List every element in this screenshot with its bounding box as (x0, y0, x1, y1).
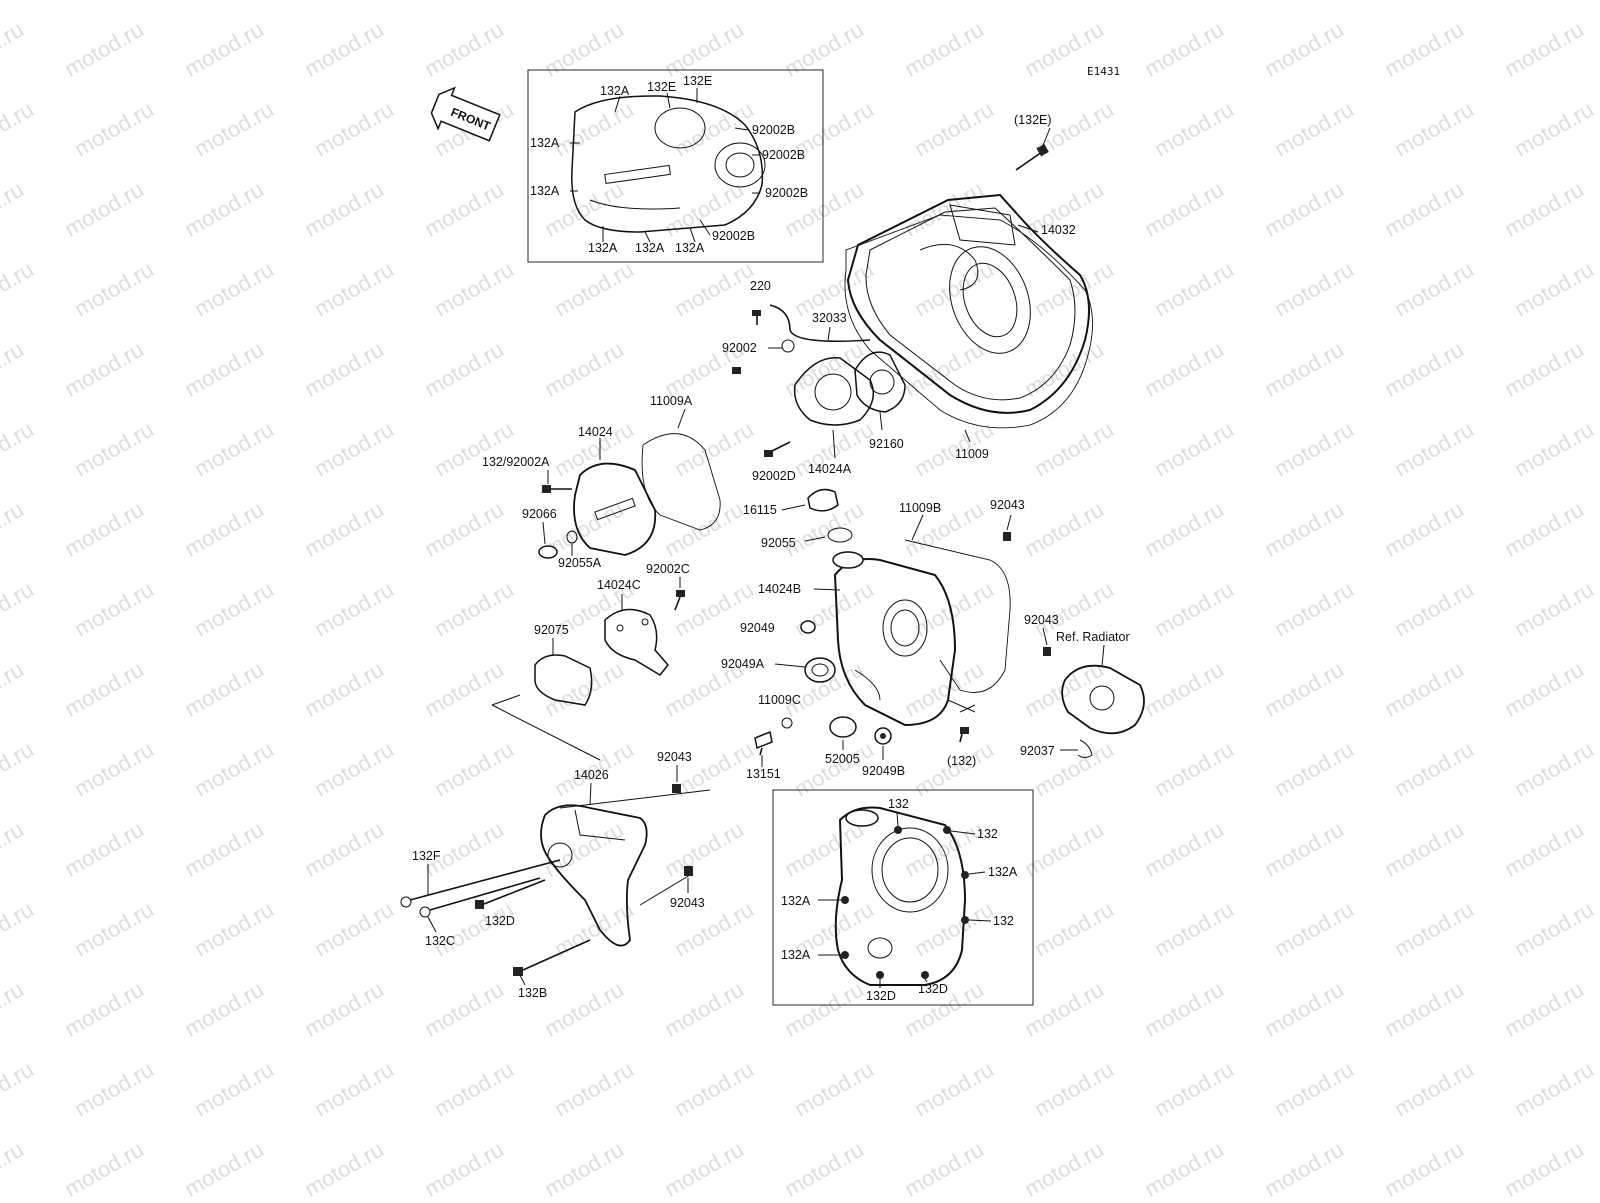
label-132A: 132A (588, 241, 618, 255)
label-11009C: 11009C (758, 693, 801, 707)
label-132A: 132A (988, 865, 1018, 879)
label-14024B: 14024B (758, 582, 801, 596)
label-132D: 132D (866, 989, 896, 1003)
label-92049A: 92049A (721, 657, 765, 671)
label-132A: 132A (675, 241, 705, 255)
label-92002D: 92002D (752, 469, 796, 483)
water-pump-housing (1061, 664, 1145, 758)
bolt-132B (513, 939, 591, 976)
gasket-11009 (844, 214, 1093, 429)
label-92043: 92043 (657, 750, 692, 764)
label-132A: 132A (781, 948, 811, 962)
label-132A: 132A (530, 136, 560, 150)
label-92049B: 92049B (862, 764, 905, 778)
label-92160: 92160 (869, 437, 904, 451)
label-132: 132 (993, 914, 1014, 928)
label-16115: 16115 (743, 503, 777, 517)
clutch-cover-outline (571, 95, 766, 233)
label-92002B: 92002B (762, 148, 805, 162)
seal-92049B (874, 727, 892, 745)
label-92037: 92037 (1020, 744, 1055, 758)
label-132A: 132A (781, 894, 811, 908)
inset-box-bottom (772, 789, 1034, 1006)
label-14024A: 14024A (808, 462, 852, 476)
label-92043: 92043 (670, 896, 705, 910)
label-132: 132 (977, 827, 998, 841)
label-92075: 92075 (534, 623, 569, 637)
label-132A: 132A (530, 184, 560, 198)
diagram-code: E1431 (1087, 65, 1120, 78)
clutch-cover-14032 (846, 193, 1090, 414)
label-11009: 11009 (955, 447, 989, 461)
washer-92049 (800, 620, 816, 634)
label-11009A: 11009A (650, 394, 693, 408)
cover-14024A (793, 357, 875, 426)
label-92043: 92043 (990, 498, 1025, 512)
label-132D: 132D (918, 982, 948, 996)
oring-11009C (781, 717, 793, 729)
inset-box-top (527, 69, 824, 263)
cap-16115 (807, 488, 853, 543)
bracket-14024C (604, 608, 669, 676)
gasket-11009B (904, 539, 1011, 693)
label-132C: 132C (425, 934, 455, 948)
bolt-92002D (764, 441, 791, 457)
bolt-132-92002A (542, 485, 572, 493)
label-92066: 92066 (522, 507, 557, 521)
seal-52005 (829, 716, 857, 738)
label-14024C: 14024C (597, 578, 641, 592)
bolt-132 (959, 727, 969, 743)
cover-14024 (573, 462, 657, 556)
seal-92049A (804, 657, 836, 683)
label-132E: 132E (647, 80, 676, 94)
hose-32033 (732, 304, 871, 374)
label-92002: 92002 (722, 341, 757, 355)
bolt-132F (400, 859, 561, 908)
label-132E-paren: (132E) (1014, 113, 1052, 127)
ref-radiator-label: Ref. Radiator (1056, 630, 1130, 644)
plate-92160 (854, 351, 906, 413)
label-32033: 32033 (812, 311, 847, 325)
label-92002B: 92002B (765, 186, 808, 200)
label-14032: 14032 (1041, 223, 1076, 237)
label-14026: 14026 (574, 768, 609, 782)
label-92002B: 92002B (712, 229, 755, 243)
bolt-92002C (674, 590, 685, 611)
bracket-14026 (540, 804, 648, 947)
leaders-top-inset (570, 88, 760, 243)
label-132-paren: (132) (947, 754, 976, 768)
front-arrow-icon: FRONT (430, 86, 501, 142)
cover-14024B (832, 551, 957, 727)
label-92043: 92043 (1024, 613, 1059, 627)
label-92055: 92055 (761, 536, 796, 550)
label-132: 132 (888, 797, 909, 811)
label-11009B: 11009B (899, 501, 941, 515)
plug-92066 (538, 530, 578, 559)
bolt-132D (475, 879, 546, 909)
label-132F: 132F (412, 849, 441, 863)
label-132D: 132D (485, 914, 515, 928)
gasket-11009A (641, 433, 721, 531)
label-220: 220 (750, 279, 771, 293)
label-132A: 132A (600, 84, 630, 98)
label-92002B: 92002B (752, 123, 795, 137)
label-92049: 92049 (740, 621, 775, 635)
bolt-132C (419, 877, 541, 918)
pad-92075 (534, 654, 593, 706)
label-132A: 132A (635, 241, 665, 255)
cover-detail-bottom (834, 806, 969, 986)
label-132B: 132B (518, 986, 547, 1000)
label-52005: 52005 (825, 752, 860, 766)
label-14024: 14024 (578, 425, 613, 439)
dowel-92043 (1003, 532, 1011, 541)
label-132-92002A: 132/92002A (482, 455, 550, 469)
switch-13151 (754, 730, 773, 756)
label-132E: 132E (683, 74, 712, 88)
bolt-132E (1015, 144, 1049, 171)
label-13151: 13151 (746, 767, 781, 781)
label-92002C: 92002C (646, 562, 690, 576)
label-92055A: 92055A (558, 556, 602, 570)
